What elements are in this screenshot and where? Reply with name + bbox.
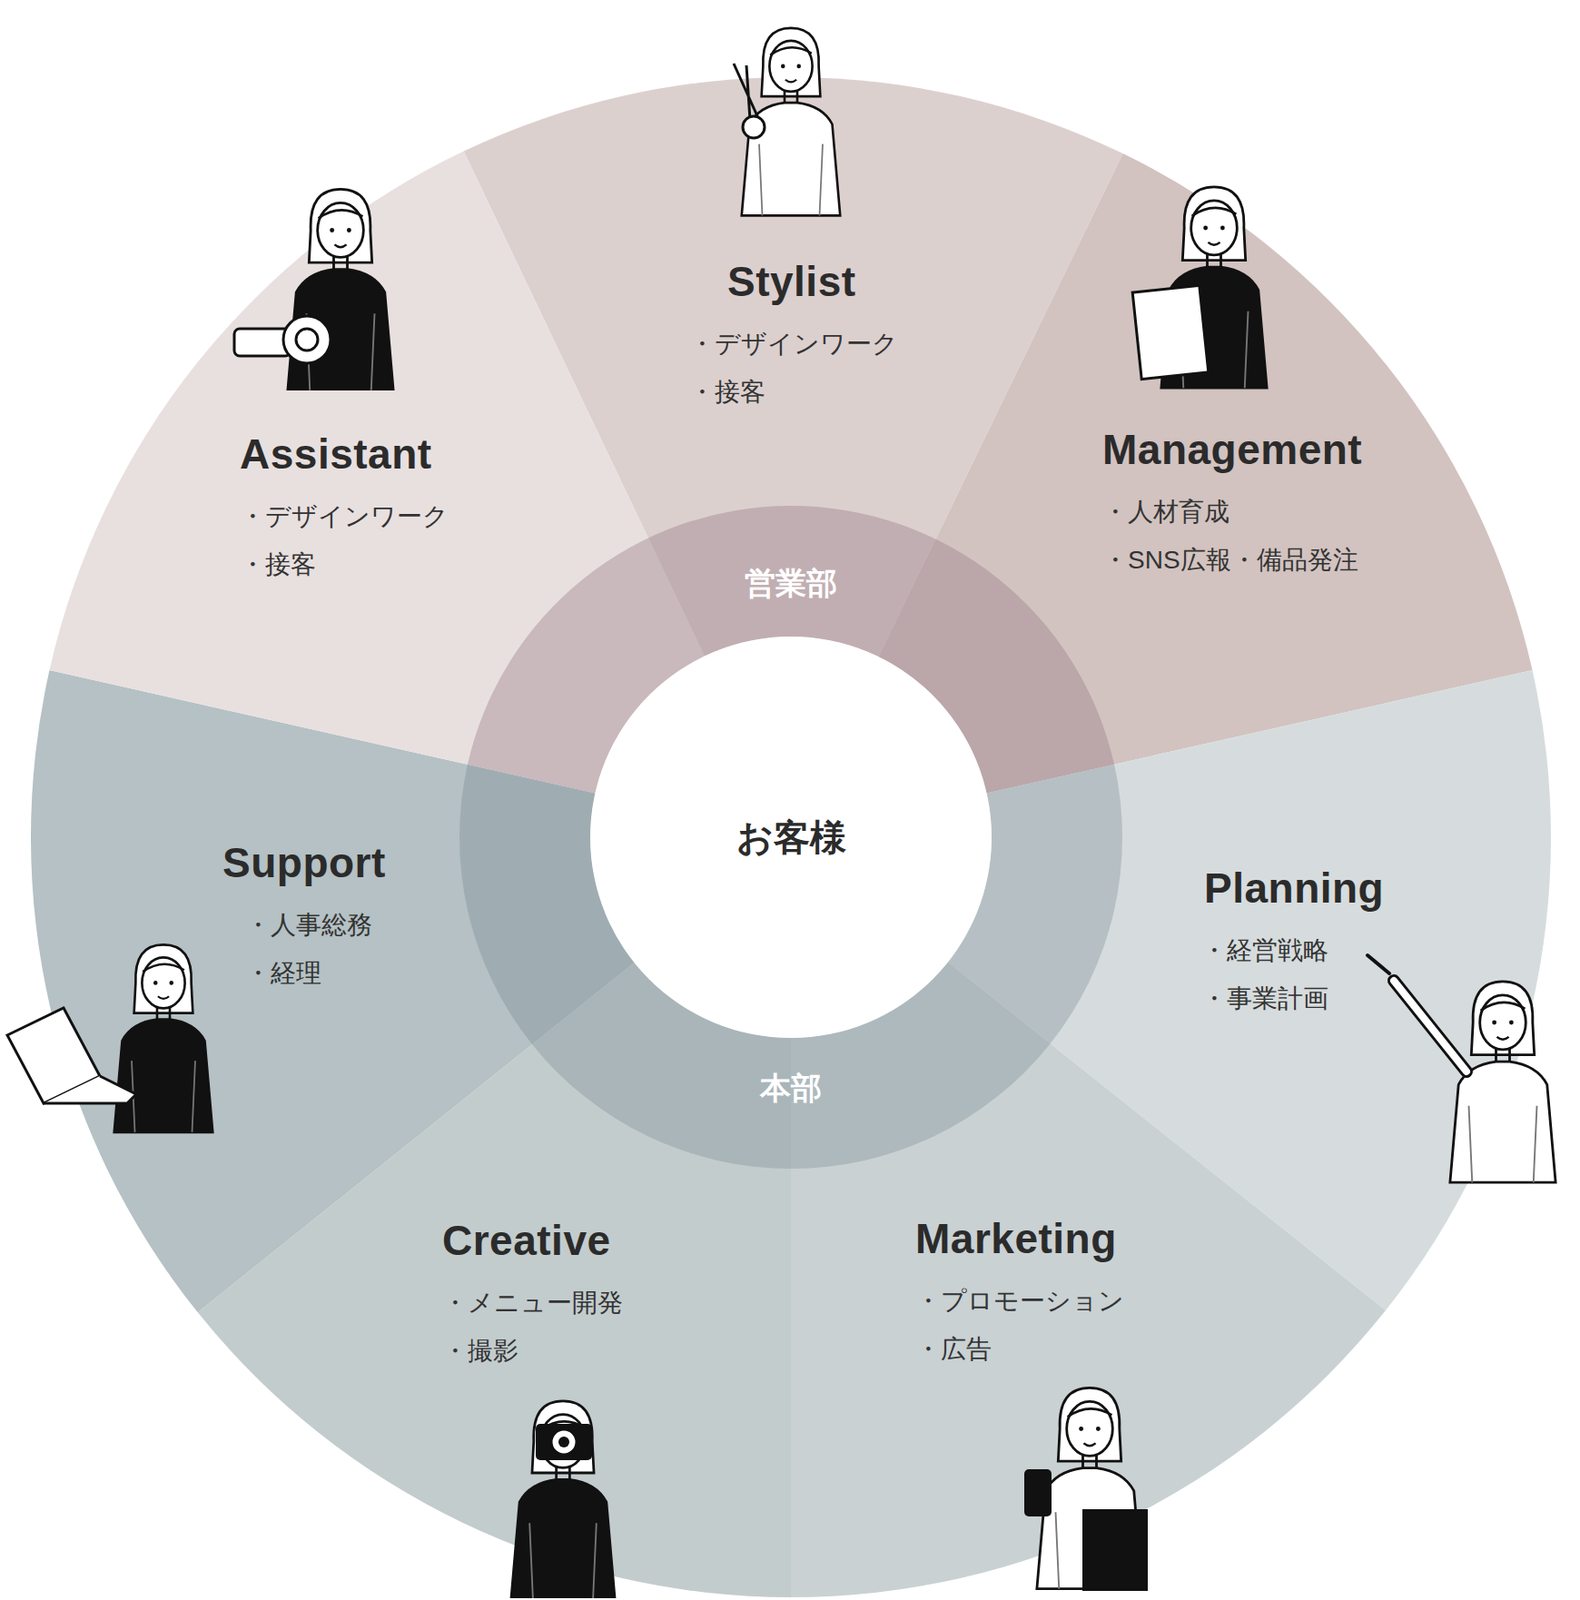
drawing-stroke (742, 116, 765, 139)
drawing-stroke (511, 1401, 615, 1599)
role-title: Planning (1204, 865, 1384, 912)
department-band: 本部 (760, 1067, 822, 1110)
role-segment: Assistant ・デザインワーク・接客 (239, 431, 449, 589)
duty-item: ・デザインワーク (239, 492, 449, 541)
drawing-stroke (1393, 980, 1467, 1072)
drawing-stroke (535, 1423, 593, 1461)
role-title: Marketing (915, 1215, 1125, 1263)
assistant-figure (234, 188, 394, 390)
drawing-stroke (114, 944, 214, 1133)
role-title: Support (222, 839, 386, 887)
drawing-stroke (558, 1436, 570, 1448)
creative-figure (511, 1401, 615, 1599)
customer-label: お客様 (736, 812, 847, 863)
duty-item: ・接客 (689, 367, 899, 416)
drawing-stroke (1450, 981, 1556, 1183)
role-title: Creative (442, 1217, 623, 1264)
duty-item: ・経営戦略 (1201, 926, 1384, 975)
department-label: 営業部 (744, 562, 838, 605)
role-segment: Creative ・メニュー開発・撮影 (442, 1217, 623, 1375)
role-title: Management (1102, 426, 1363, 474)
department-label: 本部 (760, 1067, 822, 1110)
drawing-stroke (1082, 1509, 1148, 1591)
duty-item: ・広告 (915, 1324, 1125, 1373)
drawing-stroke (551, 1429, 577, 1455)
role-segment: Management ・人材育成・SNS広報・備品発注 (1102, 426, 1363, 584)
duty-item: ・人事総務 (245, 900, 386, 949)
duty-item: ・撮影 (442, 1326, 623, 1375)
management-figure (1132, 187, 1267, 388)
drawing-stroke (43, 1076, 137, 1104)
role-segment: Stylist ・デザインワーク・接客 (689, 258, 899, 416)
duty-item: ・プロモーション (915, 1276, 1125, 1325)
duty-item: ・経理 (245, 948, 386, 998)
stylist-figure (733, 28, 840, 217)
drawing-stroke (1024, 1469, 1052, 1517)
duty-item: ・SNS広報・備品発注 (1102, 535, 1363, 584)
department-band: 営業部 (744, 562, 838, 605)
drawing-stroke (733, 63, 759, 120)
duty-item: ・デザインワーク (689, 319, 899, 368)
drawing-stroke (283, 316, 331, 364)
role-title: Stylist (727, 258, 899, 306)
drawing-stroke (1132, 285, 1209, 379)
drawing-stroke (1393, 980, 1467, 1072)
planning-figure (1367, 955, 1556, 1183)
marketing-figure (1024, 1387, 1148, 1591)
role-segment: Marketing ・プロモーション・広告 (915, 1215, 1125, 1373)
role-title: Assistant (239, 431, 449, 478)
customer-circle: お客様 (590, 636, 992, 1038)
duty-item: ・接客 (239, 540, 449, 589)
duty-item: ・事業計画 (1201, 974, 1384, 1023)
role-segment: Planning ・経営戦略・事業計画 (1204, 865, 1384, 1023)
drawing-stroke (1367, 955, 1390, 974)
support-figure (7, 944, 213, 1133)
duty-item: ・メニュー開発 (442, 1278, 623, 1327)
duty-item: ・人材育成 (1102, 487, 1363, 536)
role-segment: Support ・人事総務・経理 (222, 839, 386, 998)
drawing-stroke (296, 328, 318, 351)
drawing-stroke (741, 28, 841, 217)
